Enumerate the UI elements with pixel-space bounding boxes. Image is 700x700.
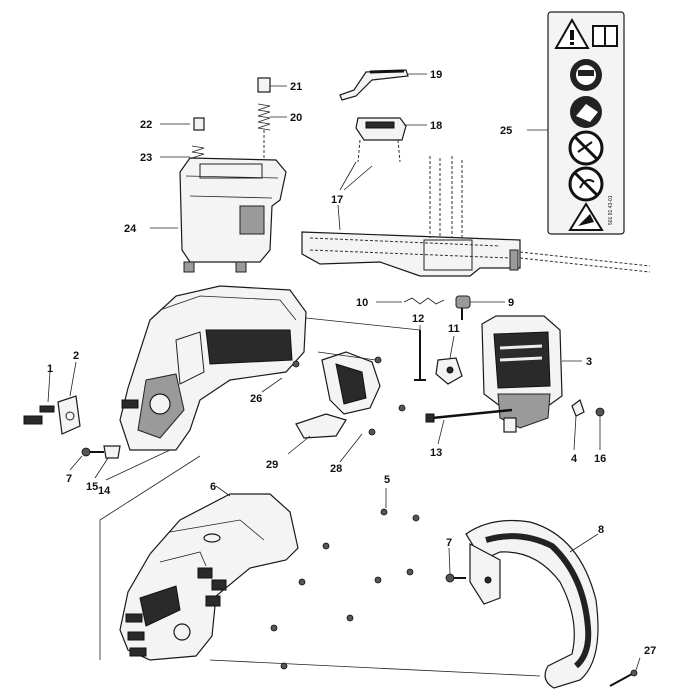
callout-10: 10: [356, 297, 368, 309]
part-8-front-handle: [465, 519, 599, 689]
part-17-frame: [301, 156, 651, 277]
part-18-bracket: [355, 117, 407, 141]
part-19-lever: [339, 69, 409, 101]
callout-28: 28: [330, 463, 342, 475]
callout-11: 11: [448, 323, 460, 335]
part-4-clip: [571, 399, 585, 417]
callout-18: 18: [430, 120, 442, 132]
callout-16: 16: [594, 453, 606, 465]
part-20-spring: [257, 103, 271, 131]
callout-26: 26: [250, 393, 262, 405]
part-3-handle-guard: [481, 315, 563, 433]
callout-25: 25: [500, 125, 512, 137]
callout-3: 3: [586, 356, 592, 368]
prohibited-cutting-icon: [568, 130, 604, 166]
part-6-cylinder-cover: [119, 493, 299, 661]
callout-21: 21: [290, 81, 302, 93]
callout-7-right: 7: [446, 537, 452, 549]
gloves-icon: [570, 96, 602, 128]
part-13-bolt: [425, 408, 513, 423]
part-22-cap: [193, 117, 205, 131]
part-15-clip: [103, 445, 121, 459]
callout-14: 14: [98, 485, 111, 497]
warning-label-sticker: 501 91 43-01: [547, 11, 625, 235]
callout-27: 27: [644, 645, 656, 657]
callout-22: 22: [140, 119, 152, 131]
manual-book-icon: [592, 25, 618, 47]
part-11-lever: [435, 357, 463, 385]
part-7-screw-left: [81, 447, 104, 457]
callout-19: 19: [430, 69, 442, 81]
callout-23: 23: [140, 152, 152, 164]
callout-15: 15: [86, 481, 98, 493]
callout-9: 9: [508, 297, 514, 309]
callout-24: 24: [124, 223, 137, 235]
part-29-exhaust-shield: [295, 351, 381, 439]
part-5-screws: [270, 508, 420, 670]
part-27-screw: [609, 669, 638, 687]
callout-20: 20: [290, 112, 302, 124]
part-21-cap: [257, 77, 271, 93]
part-2-plate: [57, 395, 81, 435]
label-part-code: 501 91 43-01: [608, 195, 614, 225]
ear-eye-protection-icon: [570, 59, 602, 91]
callout-7-left: 7: [66, 473, 72, 485]
callout-17: 17: [331, 194, 343, 206]
part-14-crankcase: [119, 285, 307, 451]
callout-13: 13: [430, 447, 442, 459]
part-9-pin: [455, 295, 471, 320]
kickback-warning-icon: [568, 202, 604, 231]
callout-2: 2: [73, 350, 79, 362]
part-7-screw-right: [445, 573, 466, 583]
part-1-screw: [23, 405, 55, 425]
callout-1: 1: [47, 363, 53, 375]
callout-12: 12: [412, 313, 424, 325]
callout-8: 8: [598, 524, 604, 536]
callout-4: 4: [571, 453, 578, 465]
part-10-spring: [403, 297, 445, 305]
part-16-screw: [595, 407, 605, 417]
prohibited-hand-icon: [568, 166, 604, 202]
callout-29: 29: [266, 459, 278, 471]
part-12-rod: [414, 330, 426, 381]
callout-5: 5: [384, 474, 390, 486]
part-24-tank: [179, 157, 287, 273]
callout-6: 6: [210, 481, 216, 493]
